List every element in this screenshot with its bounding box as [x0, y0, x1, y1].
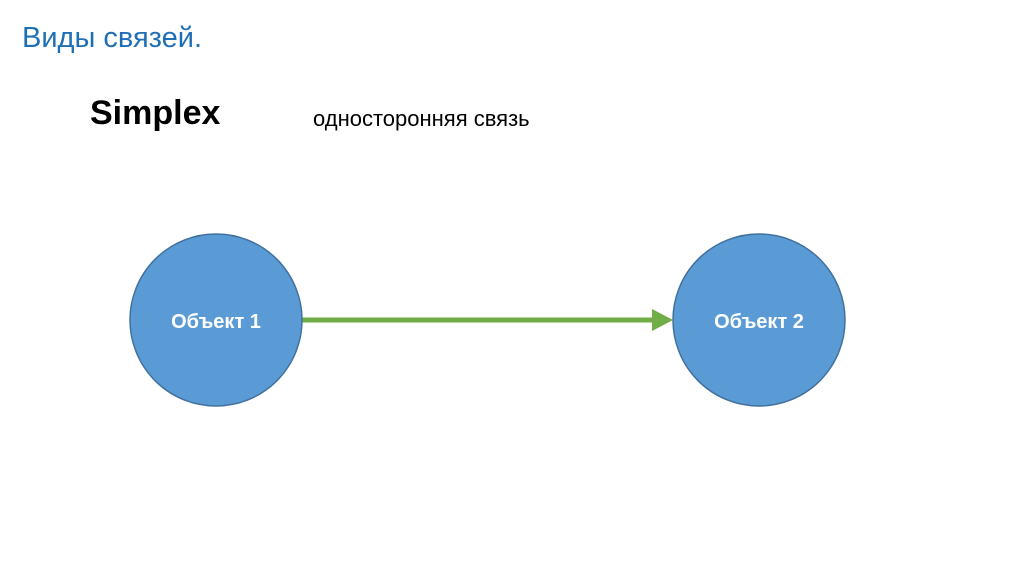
object-2-label: Объект 2	[714, 311, 804, 333]
node-object-2: Объект 2	[672, 233, 846, 407]
slide-title: Виды связей.	[22, 22, 203, 54]
object-1-circle	[129, 233, 303, 407]
mode-heading: Simplex	[90, 94, 221, 132]
object-1-label: Объект 1	[171, 311, 261, 333]
node-object-1: Объект 1	[129, 233, 303, 407]
object-2-circle	[672, 233, 846, 407]
arrow-head	[652, 309, 673, 331]
mode-description: односторонняя связь	[313, 106, 530, 131]
